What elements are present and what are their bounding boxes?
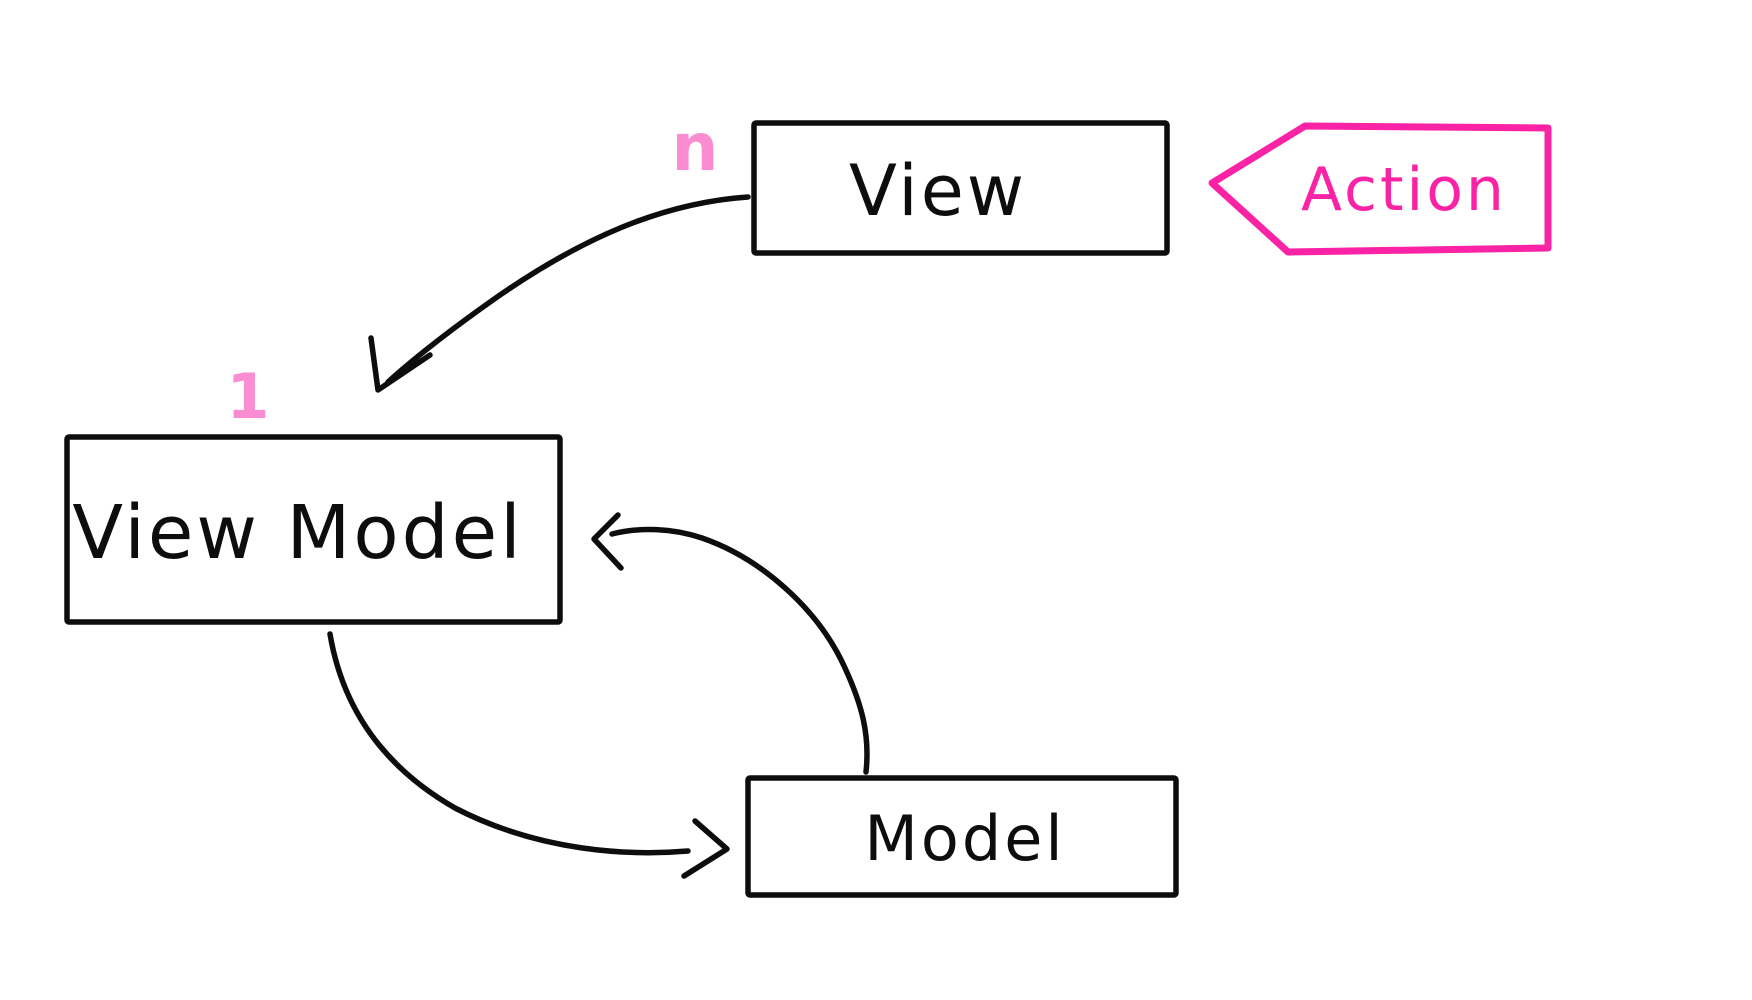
action-tag: Action <box>1208 122 1552 256</box>
action-tag-outline <box>1208 122 1552 256</box>
multiplicity-n-label: n <box>672 109 719 186</box>
arrow-viewmodel-to-model <box>327 631 730 879</box>
view-model-box-label: View Model <box>72 490 523 576</box>
view-model-box: View Model <box>64 434 563 625</box>
arrow-curve <box>327 631 691 856</box>
arrow-curve <box>609 526 870 775</box>
arrowhead-icon <box>368 335 433 393</box>
action-tag-label: Action <box>1301 155 1507 225</box>
view-box-outline <box>751 120 1170 256</box>
model-box-label: Model <box>864 802 1065 875</box>
model-box-outline <box>745 775 1179 898</box>
multiplicity-1-label: 1 <box>226 360 269 433</box>
arrowhead-icon <box>591 512 624 571</box>
view-model-box-outline <box>64 434 563 625</box>
arrow-model-to-viewmodel <box>591 512 870 775</box>
model-box: Model <box>745 775 1179 898</box>
arrow-view-to-viewmodel <box>368 194 751 393</box>
arrow-curve <box>385 194 751 385</box>
view-box: View <box>751 120 1170 256</box>
arrowhead-icon <box>681 818 730 879</box>
view-box-label: View <box>849 150 1027 232</box>
